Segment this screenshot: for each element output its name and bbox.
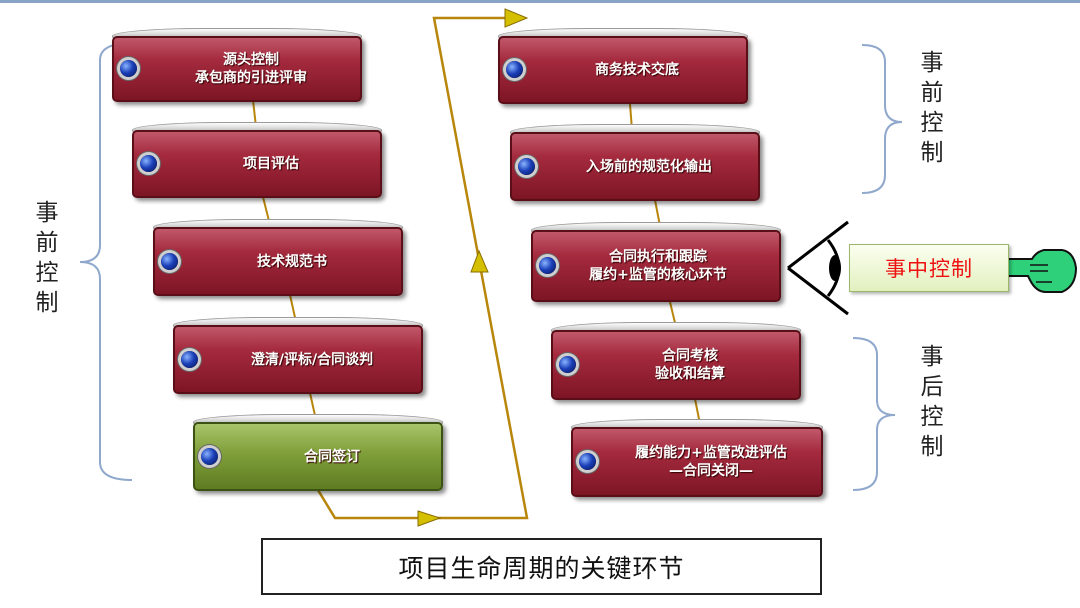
- step-performance-evaluation[interactable]: 履约能力+监管改进评估 —合同关闭—: [571, 419, 823, 497]
- step-label-line2: 承包商的引进评审: [195, 70, 307, 86]
- callout-text: 事中控制: [885, 257, 973, 281]
- bullet-icon: [201, 447, 218, 465]
- bracket-right-post: [852, 337, 896, 491]
- step-label-line1: 源头控制: [223, 52, 279, 68]
- step-label-line2: 履约+监管的核心环节: [589, 267, 727, 283]
- arrow-top: [504, 8, 529, 28]
- bullet-icon: [120, 60, 137, 77]
- caption-text: 项目生命周期的关键环节: [398, 553, 685, 583]
- step-source-control[interactable]: 源头控制 承包商的引进评审: [112, 28, 362, 102]
- step-contract-signing[interactable]: 合同签订: [193, 414, 443, 491]
- step-label-line1: 入场前的规范化输出: [586, 158, 712, 175]
- step-label-line1: 合同考核: [662, 348, 718, 364]
- label-right-pre-control: 事前控制: [920, 50, 944, 166]
- step-business-tech-handover[interactable]: 商务技术交底: [498, 28, 748, 104]
- bullet-icon: [140, 155, 157, 172]
- step-label-line2: —合同关闭—: [669, 463, 753, 479]
- step-label-line1: 项目评估: [243, 156, 299, 172]
- bullet-icon: [579, 453, 596, 470]
- top-border-line: [0, 0, 1080, 3]
- bullet-icon: [518, 157, 535, 175]
- label-left-pre-control: 事前控制: [35, 200, 59, 316]
- step-clarify-bid-negotiate[interactable]: 澄清/评标/合同谈判: [173, 317, 423, 394]
- bullet-icon: [506, 61, 523, 78]
- step-label-line1: 合同执行和跟踪: [609, 249, 707, 265]
- step-contract-assessment[interactable]: 合同考核 验收和结算: [551, 322, 801, 400]
- callout-in-process-control: 事中控制: [849, 244, 1009, 292]
- step-label-line1: 技术规范书: [257, 253, 327, 270]
- bracket-right-pre: [861, 44, 903, 194]
- bullet-icon: [539, 257, 556, 274]
- step-label-line1: 合同签订: [304, 448, 360, 465]
- step-label-line1: 澄清/评标/合同谈判: [250, 351, 374, 368]
- loop-path: [316, 16, 529, 520]
- bullet-icon: [161, 252, 178, 270]
- step-pre-entry-output[interactable]: 入场前的规范化输出: [510, 124, 760, 201]
- step-technical-spec[interactable]: 技术规范书: [153, 219, 403, 296]
- step-contract-execution[interactable]: 合同执行和跟踪 履约+监管的核心环节: [531, 222, 781, 302]
- diagram-caption: 项目生命周期的关键环节: [261, 538, 822, 595]
- label-right-post-control: 事后控制: [920, 344, 944, 460]
- bracket-left: [79, 42, 133, 481]
- bullet-icon: [181, 350, 198, 368]
- step-label-line1: 履约能力+监管改进评估: [635, 445, 787, 461]
- step-label-line1: 商务技术交底: [595, 62, 679, 78]
- arrow-up: [470, 249, 489, 273]
- bullet-icon: [559, 356, 576, 373]
- step-project-evaluation[interactable]: 项目评估: [132, 122, 382, 198]
- eye-icon: [787, 220, 849, 316]
- arrow-bottom: [417, 510, 442, 527]
- step-label-line2: 验收和结算: [655, 366, 725, 382]
